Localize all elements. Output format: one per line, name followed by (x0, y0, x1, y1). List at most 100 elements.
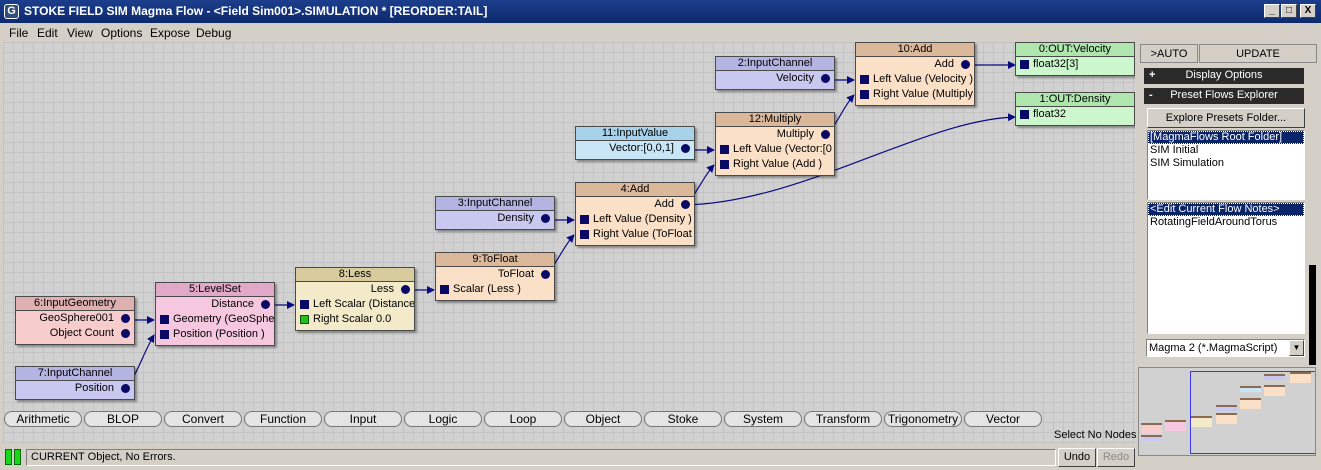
input-socket-icon[interactable] (860, 75, 869, 84)
output-socket-icon[interactable] (681, 144, 690, 153)
category-logic[interactable]: Logic (404, 411, 482, 427)
list-item[interactable]: RotatingFieldAroundTorus (1150, 216, 1278, 228)
category-function[interactable]: Function (244, 411, 322, 427)
output-socket-icon[interactable] (961, 60, 970, 69)
list-item[interactable]: SIM Simulation (1150, 157, 1224, 169)
app-icon: G (4, 4, 19, 19)
node-title: 1:OUT:Density (1016, 93, 1134, 107)
tab-update[interactable]: UPDATE (1199, 44, 1317, 63)
node-title: 4:Add (576, 183, 694, 197)
right-panel: >AUTO UPDATE +Display Options -Preset Fl… (1138, 42, 1320, 365)
input-socket-icon[interactable] (860, 90, 869, 99)
node-canvas[interactable]: 2:InputChannel Velocity 10:Add Add Left … (3, 42, 1135, 444)
category-transform[interactable]: Transform (804, 411, 882, 427)
menu-options[interactable]: Options (101, 26, 143, 40)
minimap-node (1264, 374, 1285, 380)
output-geosphere: GeoSphere001 (16, 311, 134, 326)
rollout-title: Display Options (1185, 69, 1263, 81)
output-socket-icon[interactable] (541, 214, 550, 223)
category-object[interactable]: Object (564, 411, 642, 427)
input-socket-icon[interactable] (1020, 110, 1029, 119)
menu-view[interactable]: View (67, 26, 93, 40)
output-socket-icon[interactable] (541, 270, 550, 279)
output-socket-icon[interactable] (681, 200, 690, 209)
node-to-float[interactable]: 9:ToFloat ToFloat Scalar (Less ) (435, 252, 555, 301)
node-title: 3:InputChannel (436, 197, 554, 211)
wire-add4-to-out-density (685, 113, 1016, 206)
input-socket-icon[interactable] (300, 315, 309, 324)
node-add-10[interactable]: 10:Add Add Left Value (Velocity ) Right … (855, 42, 975, 106)
output-socket-icon[interactable] (401, 285, 410, 294)
list-item[interactable]: [MagmaFlows Root Folder] (1148, 131, 1304, 144)
node-input-channel-density[interactable]: 3:InputChannel Density (435, 196, 555, 230)
input-socket-icon[interactable] (300, 300, 309, 309)
input-socket-icon[interactable] (160, 330, 169, 339)
input-socket-icon[interactable] (160, 315, 169, 324)
minimap[interactable] (1138, 367, 1316, 456)
output-socket-icon[interactable] (261, 300, 270, 309)
status-text: CURRENT Object, No Errors. (26, 449, 1056, 466)
node-multiply-12[interactable]: 12:Multiply Multiply Left Value (Vector:… (715, 112, 835, 176)
node-add-4[interactable]: 4:Add Add Left Value (Density ) Right Va… (575, 182, 695, 246)
node-input-channel-position[interactable]: 7:InputChannel Position (15, 366, 135, 400)
select-no-nodes-button[interactable]: Select No Nodes (1054, 429, 1137, 441)
undo-button[interactable]: Undo (1058, 448, 1096, 467)
output-socket-icon[interactable] (121, 329, 130, 338)
output-socket-icon[interactable] (121, 314, 130, 323)
category-trigonometry[interactable]: Trigonometry (884, 411, 962, 427)
category-system[interactable]: System (724, 411, 802, 427)
menu-debug[interactable]: Debug (196, 26, 232, 40)
category-stoke[interactable]: Stoke (644, 411, 722, 427)
maximize-button[interactable]: □ (1281, 4, 1297, 18)
redo-button[interactable]: Redo (1097, 448, 1135, 467)
node-level-set[interactable]: 5:LevelSet Distance Geometry (GeoSphere … (155, 282, 275, 346)
node-out-density[interactable]: 1:OUT:Density float32 (1015, 92, 1135, 126)
minimize-button[interactable]: _ (1264, 4, 1280, 18)
list-item[interactable]: SIM Initial (1150, 144, 1199, 156)
category-arithmetic[interactable]: Arithmetic (4, 411, 82, 427)
minimap-node (1240, 398, 1261, 409)
preset-flows-explorer-rollout[interactable]: -Preset Flows Explorer (1144, 88, 1304, 104)
explore-presets-folder-button[interactable]: Explore Presets Folder... (1147, 108, 1305, 128)
category-blop[interactable]: BLOP (84, 411, 162, 427)
input-socket-icon[interactable] (720, 145, 729, 154)
close-button[interactable]: X (1300, 4, 1316, 18)
socket-label: Right Scalar 0.0 (313, 313, 392, 325)
panel-scrollbar[interactable] (1309, 265, 1316, 365)
node-title: 10:Add (856, 43, 974, 57)
list-item[interactable]: <Edit Current Flow Notes> (1148, 203, 1304, 216)
socket-label: Left Value (Velocity ) (873, 73, 974, 85)
node-input-channel-velocity[interactable]: 2:InputChannel Velocity (715, 56, 835, 90)
menu-expose[interactable]: Expose (150, 26, 191, 40)
node-less[interactable]: 8:Less Less Left Scalar (Distance Right … (295, 267, 415, 331)
input-socket-icon[interactable] (1020, 60, 1029, 69)
input-socket-icon[interactable] (580, 215, 589, 224)
display-options-rollout[interactable]: +Display Options (1144, 68, 1304, 84)
category-vector[interactable]: Vector (964, 411, 1042, 427)
flow-notes-list[interactable]: <Edit Current Flow Notes> RotatingFieldA… (1147, 202, 1305, 334)
category-loop[interactable]: Loop (484, 411, 562, 427)
socket-label: Left Scalar (Distance (313, 298, 414, 310)
menu-edit[interactable]: Edit (37, 26, 58, 40)
minimap-viewport[interactable] (1190, 371, 1315, 454)
chevron-down-icon[interactable]: ▼ (1289, 340, 1304, 356)
input-left-value: Left Value (Density ) (576, 212, 694, 227)
minimap-node (1191, 416, 1212, 427)
input-right-value: Right Value (ToFloat ) (576, 227, 694, 242)
tab-auto[interactable]: >AUTO (1140, 44, 1198, 63)
category-input[interactable]: Input (324, 411, 402, 427)
output-socket-icon[interactable] (121, 384, 130, 393)
node-input-value[interactable]: 11:InputValue Vector:[0,0,1] (575, 126, 695, 160)
node-out-velocity[interactable]: 0:OUT:Velocity float32[3] (1015, 42, 1135, 76)
minimap-node (1216, 413, 1237, 424)
node-input-geometry[interactable]: 6:InputGeometry GeoSphere001 Object Coun… (15, 296, 135, 345)
output-socket-icon[interactable] (821, 74, 830, 83)
presets-list[interactable]: [MagmaFlows Root Folder] SIM Initial SIM… (1147, 130, 1305, 200)
menu-file[interactable]: File (9, 26, 29, 40)
input-socket-icon[interactable] (720, 160, 729, 169)
input-socket-icon[interactable] (580, 230, 589, 239)
category-convert[interactable]: Convert (164, 411, 242, 427)
script-type-dropdown[interactable]: Magma 2 (*.MagmaScript)▼ (1146, 339, 1305, 357)
output-socket-icon[interactable] (821, 130, 830, 139)
input-socket-icon[interactable] (440, 285, 449, 294)
